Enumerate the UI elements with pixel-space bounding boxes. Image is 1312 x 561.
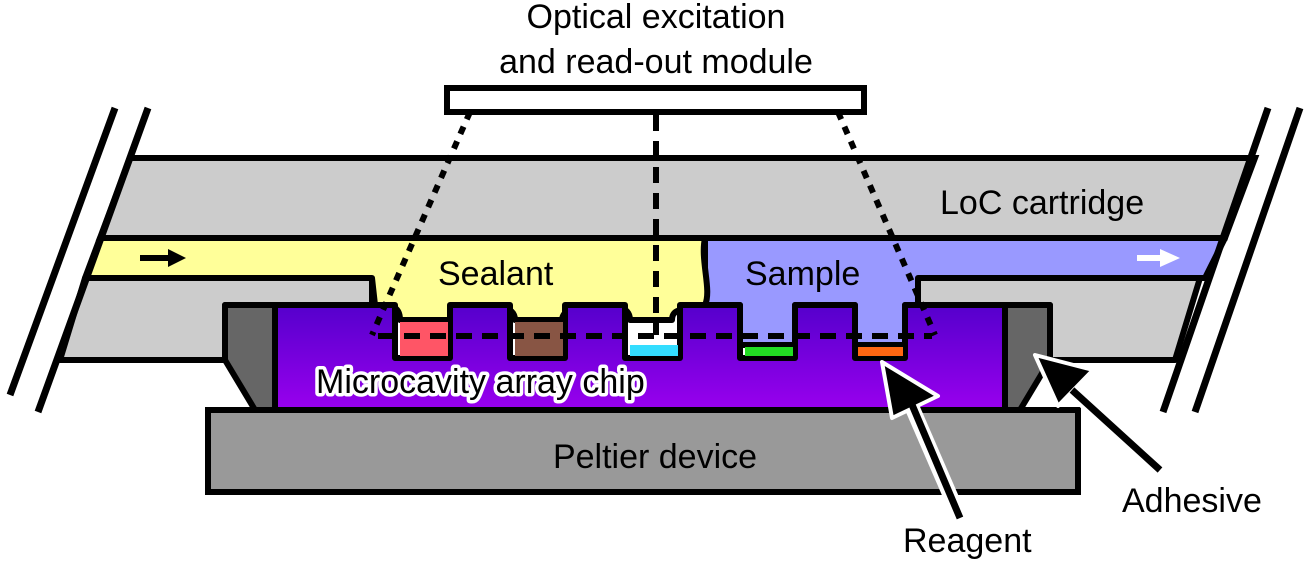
cartridge-label: LoC cartridge: [940, 184, 1144, 222]
optical-module: [444, 85, 867, 115]
adhesive-label: Adhesive: [1122, 482, 1262, 520]
reagent-label: Reagent: [903, 522, 1032, 560]
module-label-line2: and read-out module: [499, 43, 813, 81]
reagent-orange: [858, 347, 903, 356]
flow-arrow-out-icon: [1137, 249, 1180, 267]
sample-label: Sample: [745, 255, 860, 293]
break-mark-right-1: [1159, 106, 1272, 414]
adhesive-pointer-arrow: [1033, 353, 1166, 476]
break-mark-right-2: [1191, 106, 1304, 414]
reagent-cyan: [630, 345, 678, 356]
reagent-green: [745, 347, 793, 356]
peltier-label: Peltier device: [553, 438, 757, 476]
module-label-line1: Optical excitation: [527, 0, 786, 36]
adhesive-left: [222, 302, 278, 413]
sealant-label: Sealant: [438, 255, 554, 293]
reagent-pointer-arrow: [880, 360, 967, 521]
break-mark-left-2: [34, 106, 152, 414]
break-mark-left-1: [6, 106, 119, 397]
chip-label: Microcavity array chip: [316, 363, 645, 401]
microcavity-chip: [272, 302, 1008, 413]
flow-arrow-in-icon: [140, 249, 186, 267]
